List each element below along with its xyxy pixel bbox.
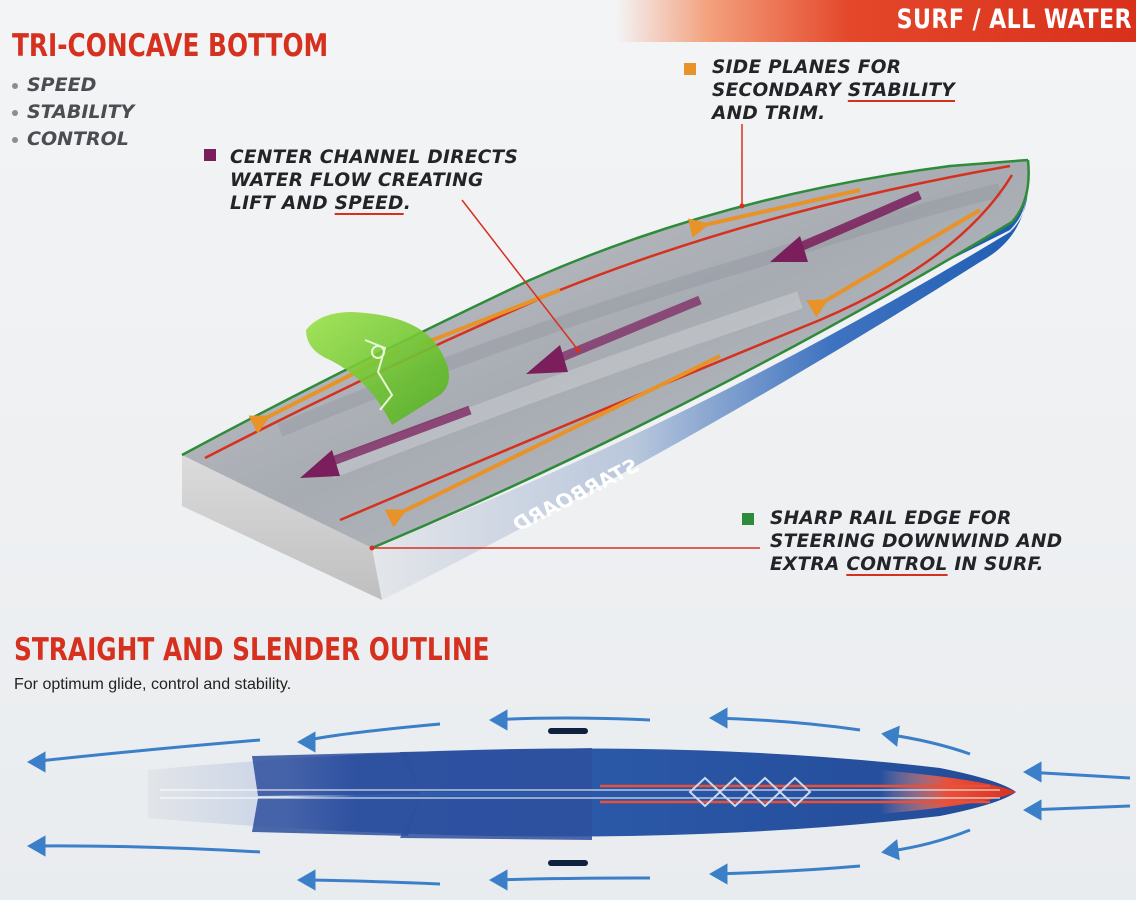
center-channel-legend-square	[204, 149, 216, 161]
tri-concave-feature-list: SPEED STABILITY CONTROL	[12, 72, 134, 153]
board-3d: STARBOARD	[181, 158, 1030, 600]
rail-edge-line-top	[181, 158, 1029, 457]
sharp-rail-callout: SHARP RAIL EDGE FOR STEERING DOWNWIND AN…	[770, 508, 1063, 575]
flow-arrow-icon	[26, 707, 1131, 891]
feature-item-stability: STABILITY	[12, 99, 134, 126]
bullet-icon	[12, 136, 18, 143]
feature-item-control: CONTROL	[12, 126, 134, 153]
category-banner: SURF / ALL WATER	[616, 0, 1136, 42]
deck-pad-rear-left	[400, 748, 592, 792]
deck-pad-front-left	[252, 752, 420, 796]
board-deck	[182, 160, 1029, 548]
channel-line-1	[204, 164, 1011, 460]
side-plane-arrow-3	[806, 208, 982, 318]
handle-bottom	[548, 860, 588, 866]
outline-logo-mark	[688, 776, 812, 808]
side-planes-callout: SIDE PLANES FOR SECONDARY STABILITY AND …	[712, 57, 956, 124]
category-banner-text: SURF / ALL WATER	[896, 4, 1132, 35]
handle-top	[548, 728, 588, 734]
side-planes-legend-square	[684, 63, 696, 75]
fin-icon	[306, 312, 449, 425]
bullet-icon	[12, 82, 18, 89]
center-channel-callout: CENTER CHANNEL DIRECTS WATER FLOW CREATI…	[230, 147, 519, 214]
channel-line-2	[339, 174, 1014, 522]
side-plane-arrow-4	[384, 354, 721, 528]
board-tail	[182, 455, 382, 600]
side-plane-line-1	[419, 288, 561, 347]
board-rail	[372, 185, 1028, 600]
center-channel-arrows	[300, 190, 922, 478]
board-outline	[148, 728, 1016, 866]
deck-pad-front-right	[252, 796, 420, 836]
center-channel-leader	[461, 199, 579, 351]
outline-title: STRAIGHT AND SLENDER OUTLINE	[14, 632, 490, 668]
bullet-icon	[12, 109, 18, 116]
side-plane-arrow-1	[688, 188, 861, 238]
rail-edge-line-bottom	[371, 159, 1030, 550]
tri-concave-title: TRI-CONCAVE BOTTOM	[12, 28, 329, 64]
feature-item-speed: SPEED	[12, 72, 134, 99]
outline-subtitle: For optimum glide, control and stability…	[14, 676, 292, 693]
sharp-rail-legend-square	[742, 513, 754, 525]
deck-pad-rear-right	[400, 796, 592, 840]
